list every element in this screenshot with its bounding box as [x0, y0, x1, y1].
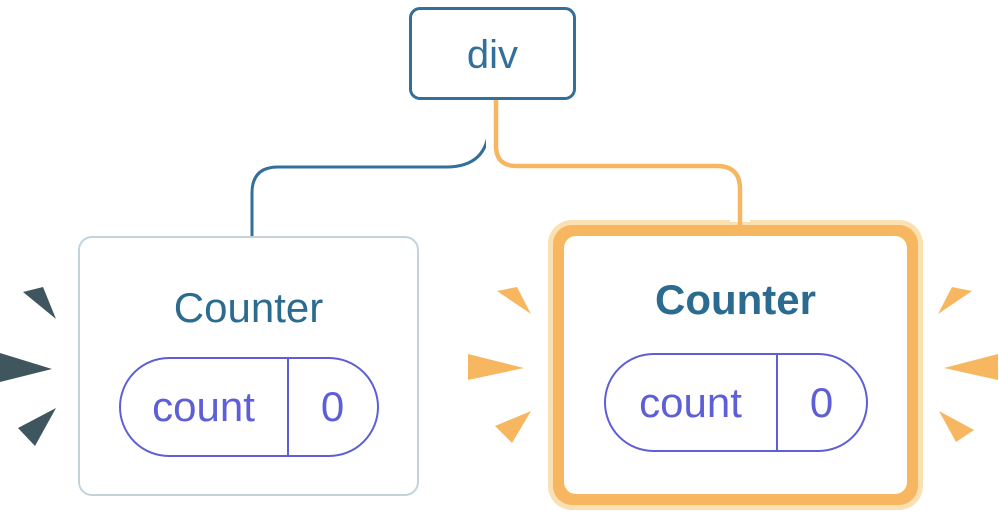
burst-wedge — [939, 411, 974, 442]
blue-connector-line — [250, 100, 491, 240]
state-key: count — [121, 359, 289, 455]
state-pill: count 0 — [603, 353, 868, 452]
burst-marks-right-counter — [468, 287, 998, 443]
burst-wedge — [18, 408, 56, 446]
state-key: count — [606, 355, 778, 450]
state-value: 0 — [809, 378, 834, 426]
burst-wedge — [944, 354, 998, 380]
counter-card-highlighted: Counter count 0 — [548, 220, 923, 510]
burst-wedge — [497, 287, 531, 314]
root-div-node: div — [409, 7, 576, 100]
highlight-ring: Counter count 0 — [553, 225, 918, 505]
counter-title: Counter — [655, 276, 816, 323]
burst-wedge — [23, 287, 56, 319]
state-value: 0 — [320, 383, 345, 430]
orange-connector-casing — [486, 100, 750, 222]
burst-wedge — [0, 353, 52, 382]
burst-marks-left-counter — [0, 287, 56, 446]
state-pill: count 0 — [118, 357, 379, 457]
root-node-label: div — [466, 33, 519, 77]
counter-card-plain: Counter count 0 — [78, 236, 419, 496]
burst-wedge — [468, 354, 524, 380]
counter-card-highlighted-body: Counter count 0 — [564, 236, 907, 494]
burst-wedge — [938, 287, 972, 314]
counter-title: Counter — [173, 284, 324, 331]
burst-wedge — [495, 411, 531, 443]
orange-connector-line — [493, 100, 743, 234]
